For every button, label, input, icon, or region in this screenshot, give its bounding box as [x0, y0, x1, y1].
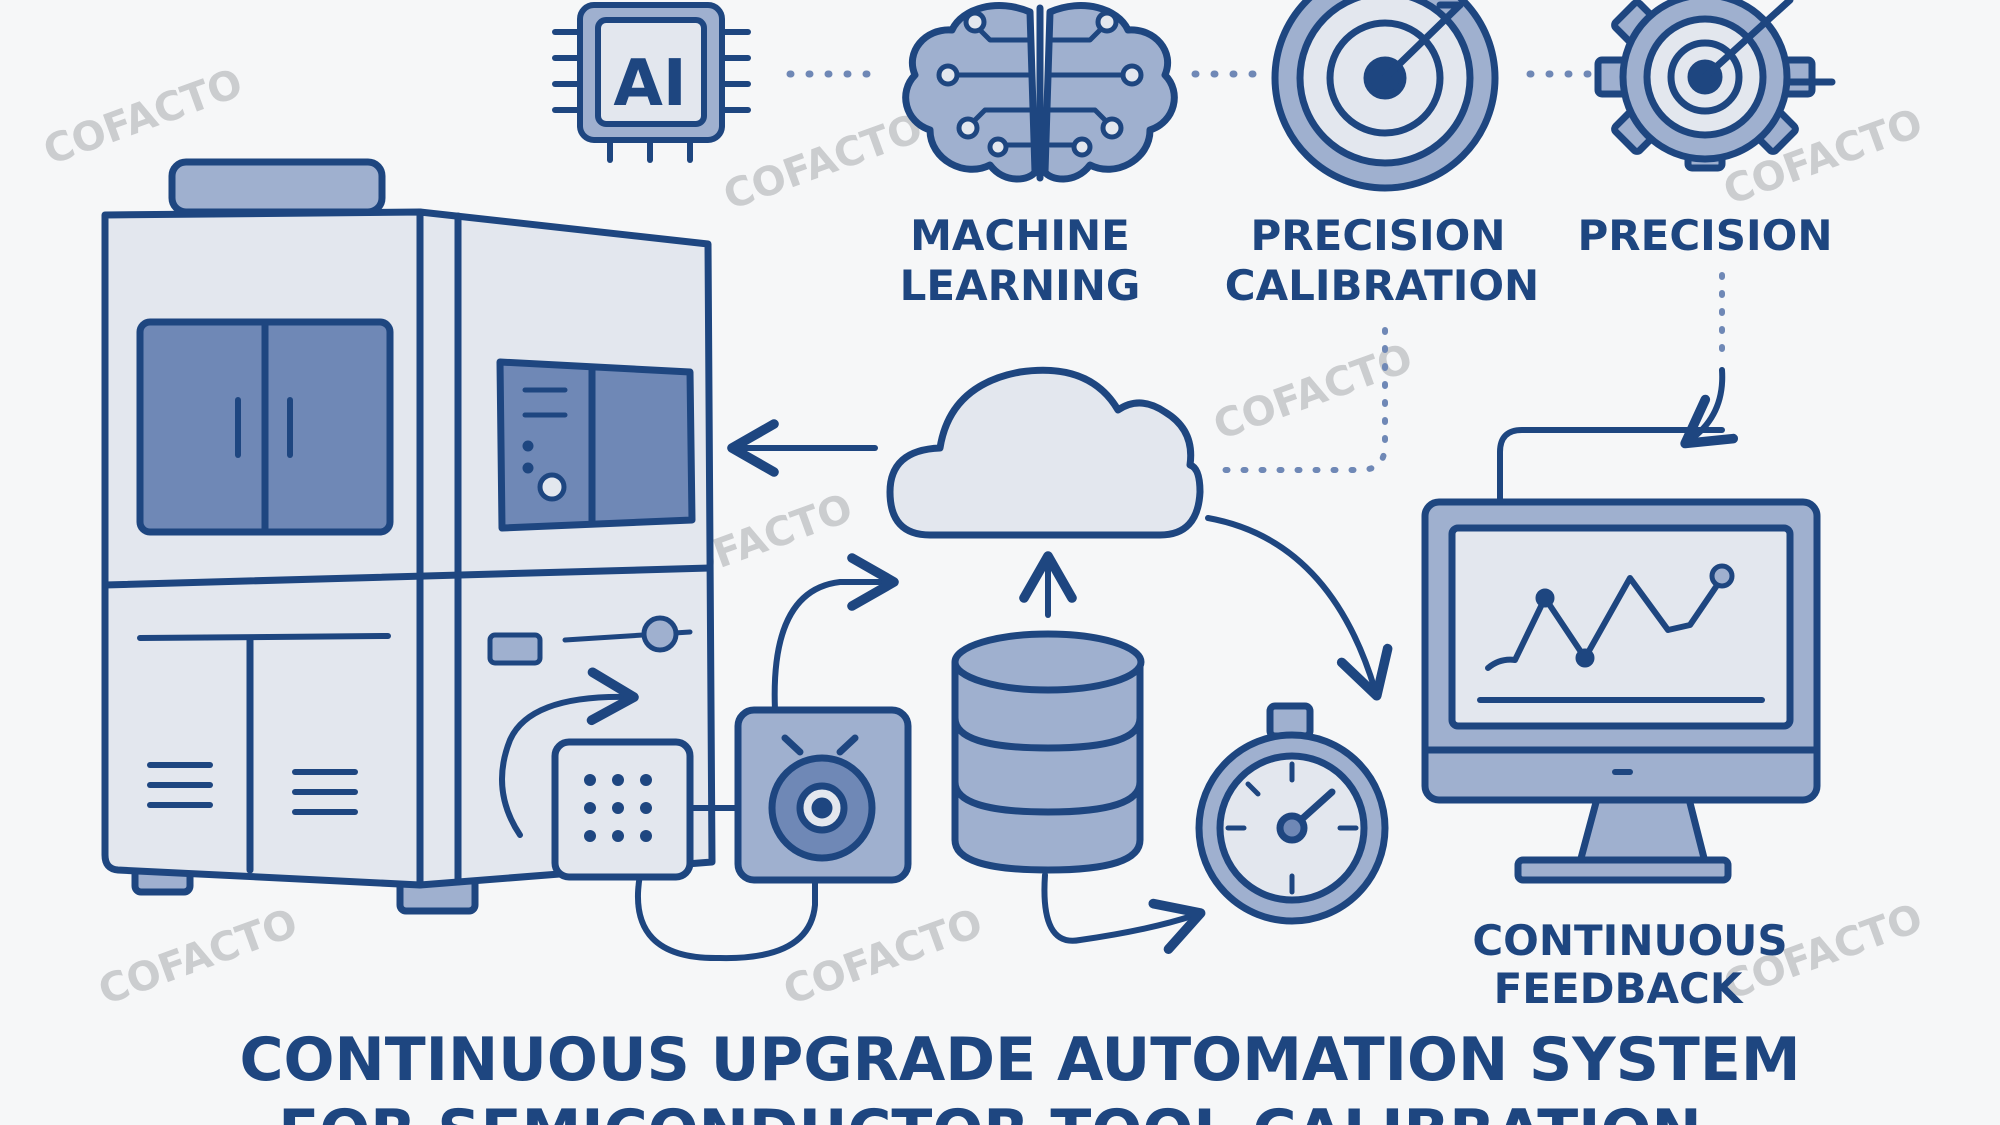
database-icon: [951, 630, 1145, 874]
keypad-module: [551, 738, 694, 881]
semiconductor-tool-machine: [101, 158, 716, 915]
brain-icon: [902, 2, 1178, 183]
precision-label: PRECISION: [1578, 211, 1833, 260]
precision-to-monitor-arrow: [1680, 367, 1739, 449]
sensor-dial-module: [734, 706, 912, 884]
flow-arrows: [499, 419, 1393, 962]
watermark: COFACTO: [718, 105, 929, 219]
watermark: COFACTO: [778, 900, 989, 1014]
dotted-flow-connectors: [1222, 272, 1725, 473]
gear-target-icon: [1594, 0, 1836, 172]
watermark: COFACTO: [1208, 335, 1419, 449]
watermark: COFACTO: [38, 60, 249, 174]
machine-learning-label-line1: MACHINE: [910, 211, 1130, 260]
machine-learning-label-line2: LEARNING: [900, 261, 1141, 310]
title-line1: CONTINUOUS UPGRADE AUTOMATION SYSTEM: [239, 1025, 1800, 1095]
monitor-icon: [1421, 498, 1821, 884]
continuous-feedback-label-line2: FEEDBACK: [1494, 964, 1744, 1013]
monitor-cable: [1497, 427, 1725, 503]
watermark: COFACTO: [93, 900, 304, 1014]
cloud-icon: [886, 366, 1204, 539]
ai-chip-icon: [552, 2, 751, 163]
precision-calibration-label-line2: CALIBRATION: [1225, 261, 1539, 310]
title-line2: FOR SEMICONDUCTOR TOOL CALIBRATION: [278, 1097, 1701, 1125]
continuous-feedback-label-line1: CONTINUOUS: [1472, 916, 1787, 965]
precision-calibration-label-line1: PRECISION: [1251, 211, 1506, 260]
ai-chip-label: AI: [613, 47, 686, 121]
stopwatch-icon: [1195, 702, 1389, 925]
target-icon: [1271, 0, 1499, 192]
